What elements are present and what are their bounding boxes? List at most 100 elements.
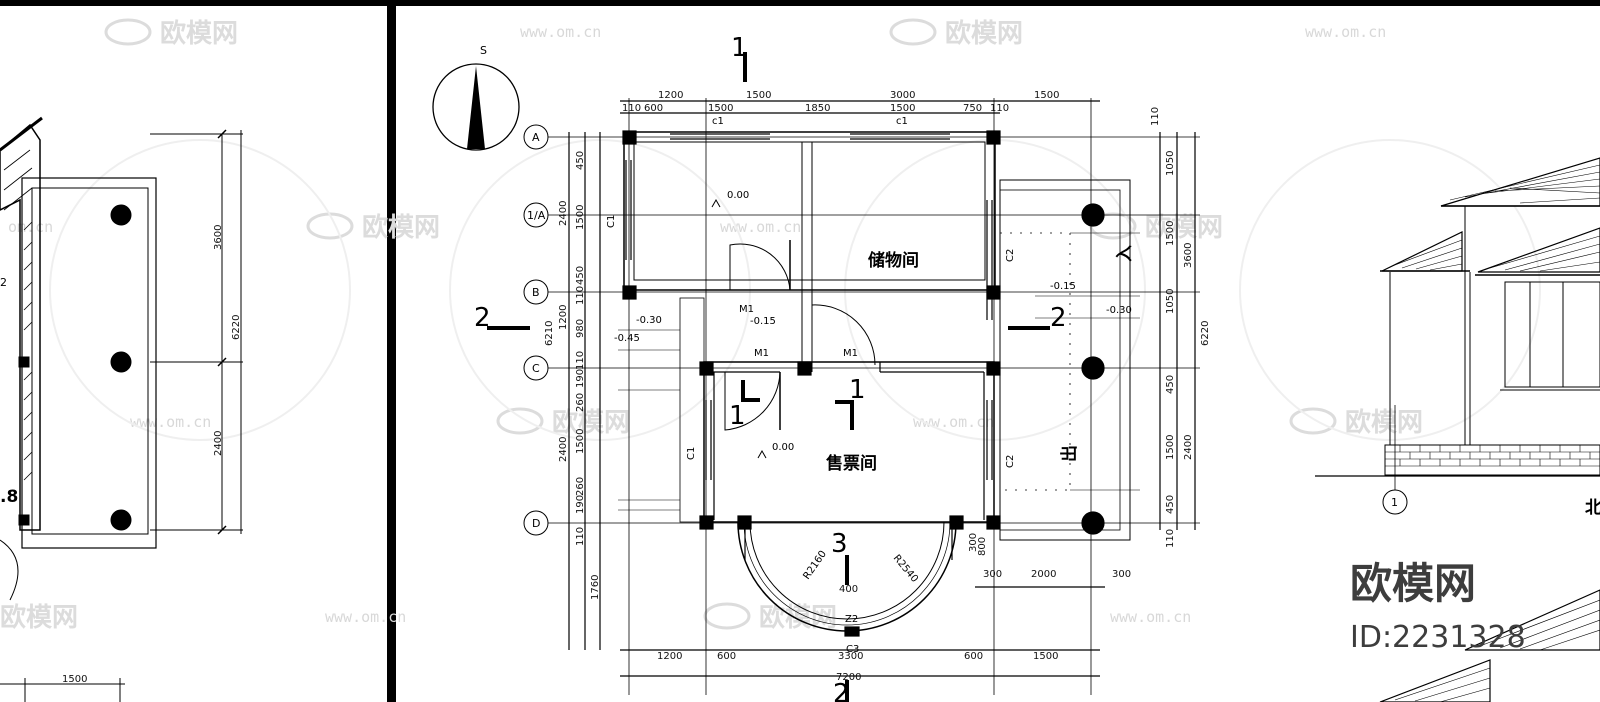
radius-label: R2160 [801, 549, 829, 582]
svg-text:980: 980 [575, 319, 586, 338]
svg-text:450: 450 [575, 266, 586, 285]
window-label: c1 [712, 116, 724, 127]
label-entry: 入 [1115, 245, 1135, 262]
axis-bubbles: A 1/A B C D [523, 124, 549, 536]
svg-text:110: 110 [990, 103, 1009, 114]
window-label: C3 [846, 644, 859, 655]
level-marks: 0.00 0.00 -0.15 -0.30 -0.45 -0.15 -0.30 [614, 190, 1132, 459]
left-dim-1500: 1500 [62, 674, 87, 685]
room-storage: 储物间 [868, 250, 919, 271]
svg-text:450: 450 [1165, 375, 1176, 394]
section-mark: 2 [474, 303, 491, 333]
svg-text:0.00: 0.00 [727, 190, 749, 201]
svg-text:1500: 1500 [1165, 435, 1176, 460]
watermark-url: www.om.cn [720, 218, 801, 236]
axis-label: C [532, 362, 540, 375]
svg-text:110: 110 [1165, 529, 1176, 548]
brand-id: ID:2231328 [1350, 620, 1526, 655]
svg-text:欧模网: 欧模网 [945, 18, 1023, 49]
axis-label: A [532, 131, 540, 144]
watermark-url: om.cn [8, 218, 53, 236]
svg-text:750: 750 [963, 103, 982, 114]
watermark-url: www.om.cn [130, 413, 211, 431]
svg-text:欧模网: 欧模网 [1345, 407, 1423, 438]
svg-text:1200: 1200 [658, 90, 683, 101]
left-dim-6220: 6220 [231, 315, 242, 340]
svg-text:-0.45: -0.45 [614, 333, 640, 344]
svg-text:400: 400 [839, 584, 858, 595]
svg-text:450: 450 [1165, 495, 1176, 514]
svg-text:3600: 3600 [1183, 243, 1194, 268]
elevation-drawing [1315, 157, 1600, 702]
window-label: C2 [1005, 249, 1016, 262]
watermark-logo-7: 欧模网 [703, 602, 837, 633]
watermark-logo-8: 欧模网 [0, 602, 78, 633]
watermark-logo-4: 欧模网 [889, 18, 1023, 49]
svg-text:190: 190 [575, 495, 586, 514]
svg-text:欧模网: 欧模网 [0, 602, 78, 633]
section-mark: 1 [731, 33, 748, 63]
compass-label: S [480, 44, 487, 57]
svg-text:-0.15: -0.15 [1050, 281, 1076, 292]
window-label: C1 [686, 447, 697, 460]
svg-text:1500: 1500 [1033, 651, 1058, 662]
svg-text:1850: 1850 [805, 103, 830, 114]
svg-text:7200: 7200 [836, 672, 861, 683]
svg-text:6220: 6220 [1200, 321, 1211, 346]
door-label: M1 [739, 304, 754, 315]
section-mark: 2 [833, 679, 850, 702]
svg-text:-0.15: -0.15 [750, 316, 776, 327]
svg-text:1500: 1500 [746, 90, 771, 101]
svg-text:1050: 1050 [1165, 151, 1176, 176]
svg-text:1200: 1200 [558, 305, 569, 330]
svg-text:2000: 2000 [1031, 569, 1056, 580]
room-ticket: 售票间 [826, 453, 877, 474]
svg-text:110: 110 [575, 286, 586, 305]
svg-text:1200: 1200 [657, 651, 682, 662]
svg-text:600: 600 [717, 651, 736, 662]
section-mark: 1 [849, 375, 866, 405]
watermark-logo-6: 欧模网 [1289, 407, 1423, 438]
svg-text:110: 110 [1150, 107, 1161, 126]
svg-text:-0.30: -0.30 [636, 315, 662, 326]
column-label: Z2 [845, 614, 858, 625]
svg-text:1500: 1500 [708, 103, 733, 114]
floor-plan [432, 52, 1200, 702]
section-mark: 1 [729, 401, 746, 431]
svg-text:1500: 1500 [1165, 221, 1176, 246]
svg-text:260: 260 [575, 393, 586, 412]
svg-text:300: 300 [968, 533, 979, 552]
elevation-axis-label: 1 [1391, 496, 1398, 509]
svg-text:欧模网: 欧模网 [160, 18, 238, 49]
svg-text:欧模网: 欧模网 [362, 212, 440, 243]
svg-text:450: 450 [575, 151, 586, 170]
svg-text:欧模网: 欧模网 [552, 407, 630, 438]
svg-text:1760: 1760 [590, 575, 601, 600]
svg-text:3000: 3000 [890, 90, 915, 101]
door-label: M1 [754, 348, 769, 359]
svg-text:2400: 2400 [1183, 435, 1194, 460]
brand-logo: 欧模网 [1350, 559, 1476, 608]
top-dimensions: 1200 1500 3000 1500 110 600 1500 1850 15… [622, 90, 1059, 114]
svg-text:260: 260 [575, 477, 586, 496]
svg-text:110: 110 [575, 351, 586, 370]
left-partial-label: 2 [0, 276, 7, 289]
watermark-logo-3: 欧模网 [496, 407, 630, 438]
svg-text:600: 600 [964, 651, 983, 662]
watermark-logo-1: 欧模网 [104, 18, 238, 49]
watermark-url: www.om.cn [1110, 608, 1191, 626]
window-label: c1 [896, 116, 908, 127]
left-panel-plan [0, 116, 243, 702]
svg-text:600: 600 [644, 103, 663, 114]
top-border [0, 0, 1600, 6]
axis-label: B [532, 286, 540, 299]
bottom-dimensions: 1200 600 3300 600 1500 7200 400 300 2000… [657, 533, 1131, 683]
elevation-title-partial: 北 [1585, 498, 1600, 518]
svg-text:0.00: 0.00 [772, 442, 794, 453]
right-dimensions: 110 1050 1500 3600 1050 6220 450 1500 24… [1150, 107, 1211, 548]
svg-text:1500: 1500 [575, 205, 586, 230]
svg-text:1500: 1500 [575, 429, 586, 454]
left-dimensions: 450 2400 1500 450 110 1200 980 6210 110 … [544, 151, 601, 600]
svg-text:1500: 1500 [1034, 90, 1059, 101]
